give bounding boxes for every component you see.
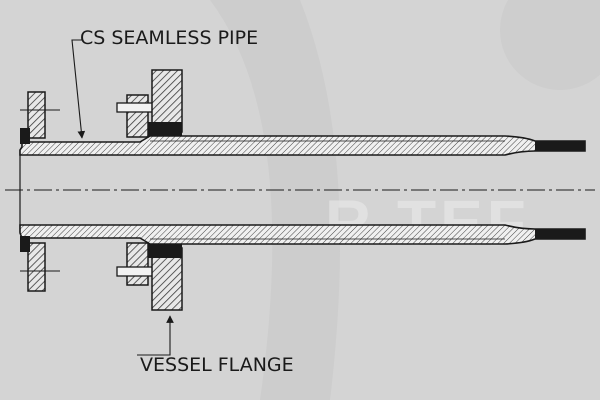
flange-callout: VESSEL FLANGE <box>137 315 294 376</box>
vessel-flange-top <box>151 69 183 133</box>
mating-flange-bottom <box>126 242 149 286</box>
bottom-section <box>19 224 586 311</box>
pipe-leader-line <box>71 39 86 139</box>
flange-label: VESSEL FLANGE <box>140 354 294 376</box>
end-flange-bottom <box>27 242 46 292</box>
watermark-text: R TEF <box>325 187 530 259</box>
pipe-callout: CS SEAMLESS PIPE <box>71 27 258 139</box>
pipe-label: CS SEAMLESS PIPE <box>80 27 258 49</box>
flange-leader-line <box>137 315 174 356</box>
mating-flange-top <box>126 94 149 138</box>
top-section <box>19 69 586 156</box>
vessel-flange-bottom <box>151 247 183 311</box>
end-flange-top <box>27 91 46 139</box>
